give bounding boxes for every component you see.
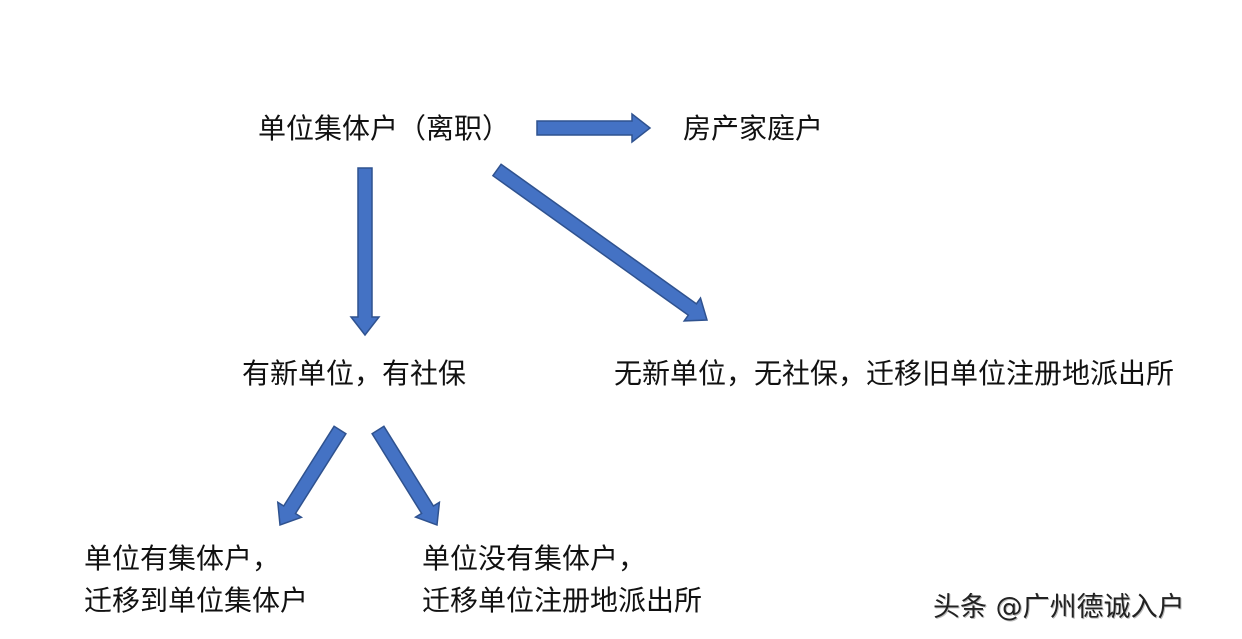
- arrow-root-to-family: [536, 112, 652, 144]
- node-has-collective: 单位有集体户， 迁移到单位集体户: [84, 538, 308, 622]
- node-line: 单位有集体户，: [84, 542, 281, 575]
- node-no-unit: 无新单位，无社保，迁移旧单位注册地派出所: [614, 357, 1175, 390]
- arrow-root-to-new_unit: [349, 167, 381, 337]
- watermark: 头条 @广州德诚入户: [933, 592, 1185, 623]
- node-no-collective: 单位没有集体户， 迁移单位注册地派出所: [422, 538, 702, 622]
- arrow-new_unit-to-has_collective: [276, 425, 347, 527]
- node-line: 单位没有集体户，: [422, 542, 647, 575]
- arrow-root-to-no_unit: [491, 163, 708, 322]
- node-root: 单位集体户（离职）: [258, 112, 511, 145]
- node-new-unit: 有新单位，有社保: [242, 357, 467, 390]
- node-line: 迁移到单位集体户: [84, 584, 309, 617]
- node-line: 迁移单位注册地派出所: [422, 584, 703, 617]
- arrow-new_unit-to-no_collective: [371, 425, 441, 527]
- node-family: 房产家庭户: [683, 112, 824, 145]
